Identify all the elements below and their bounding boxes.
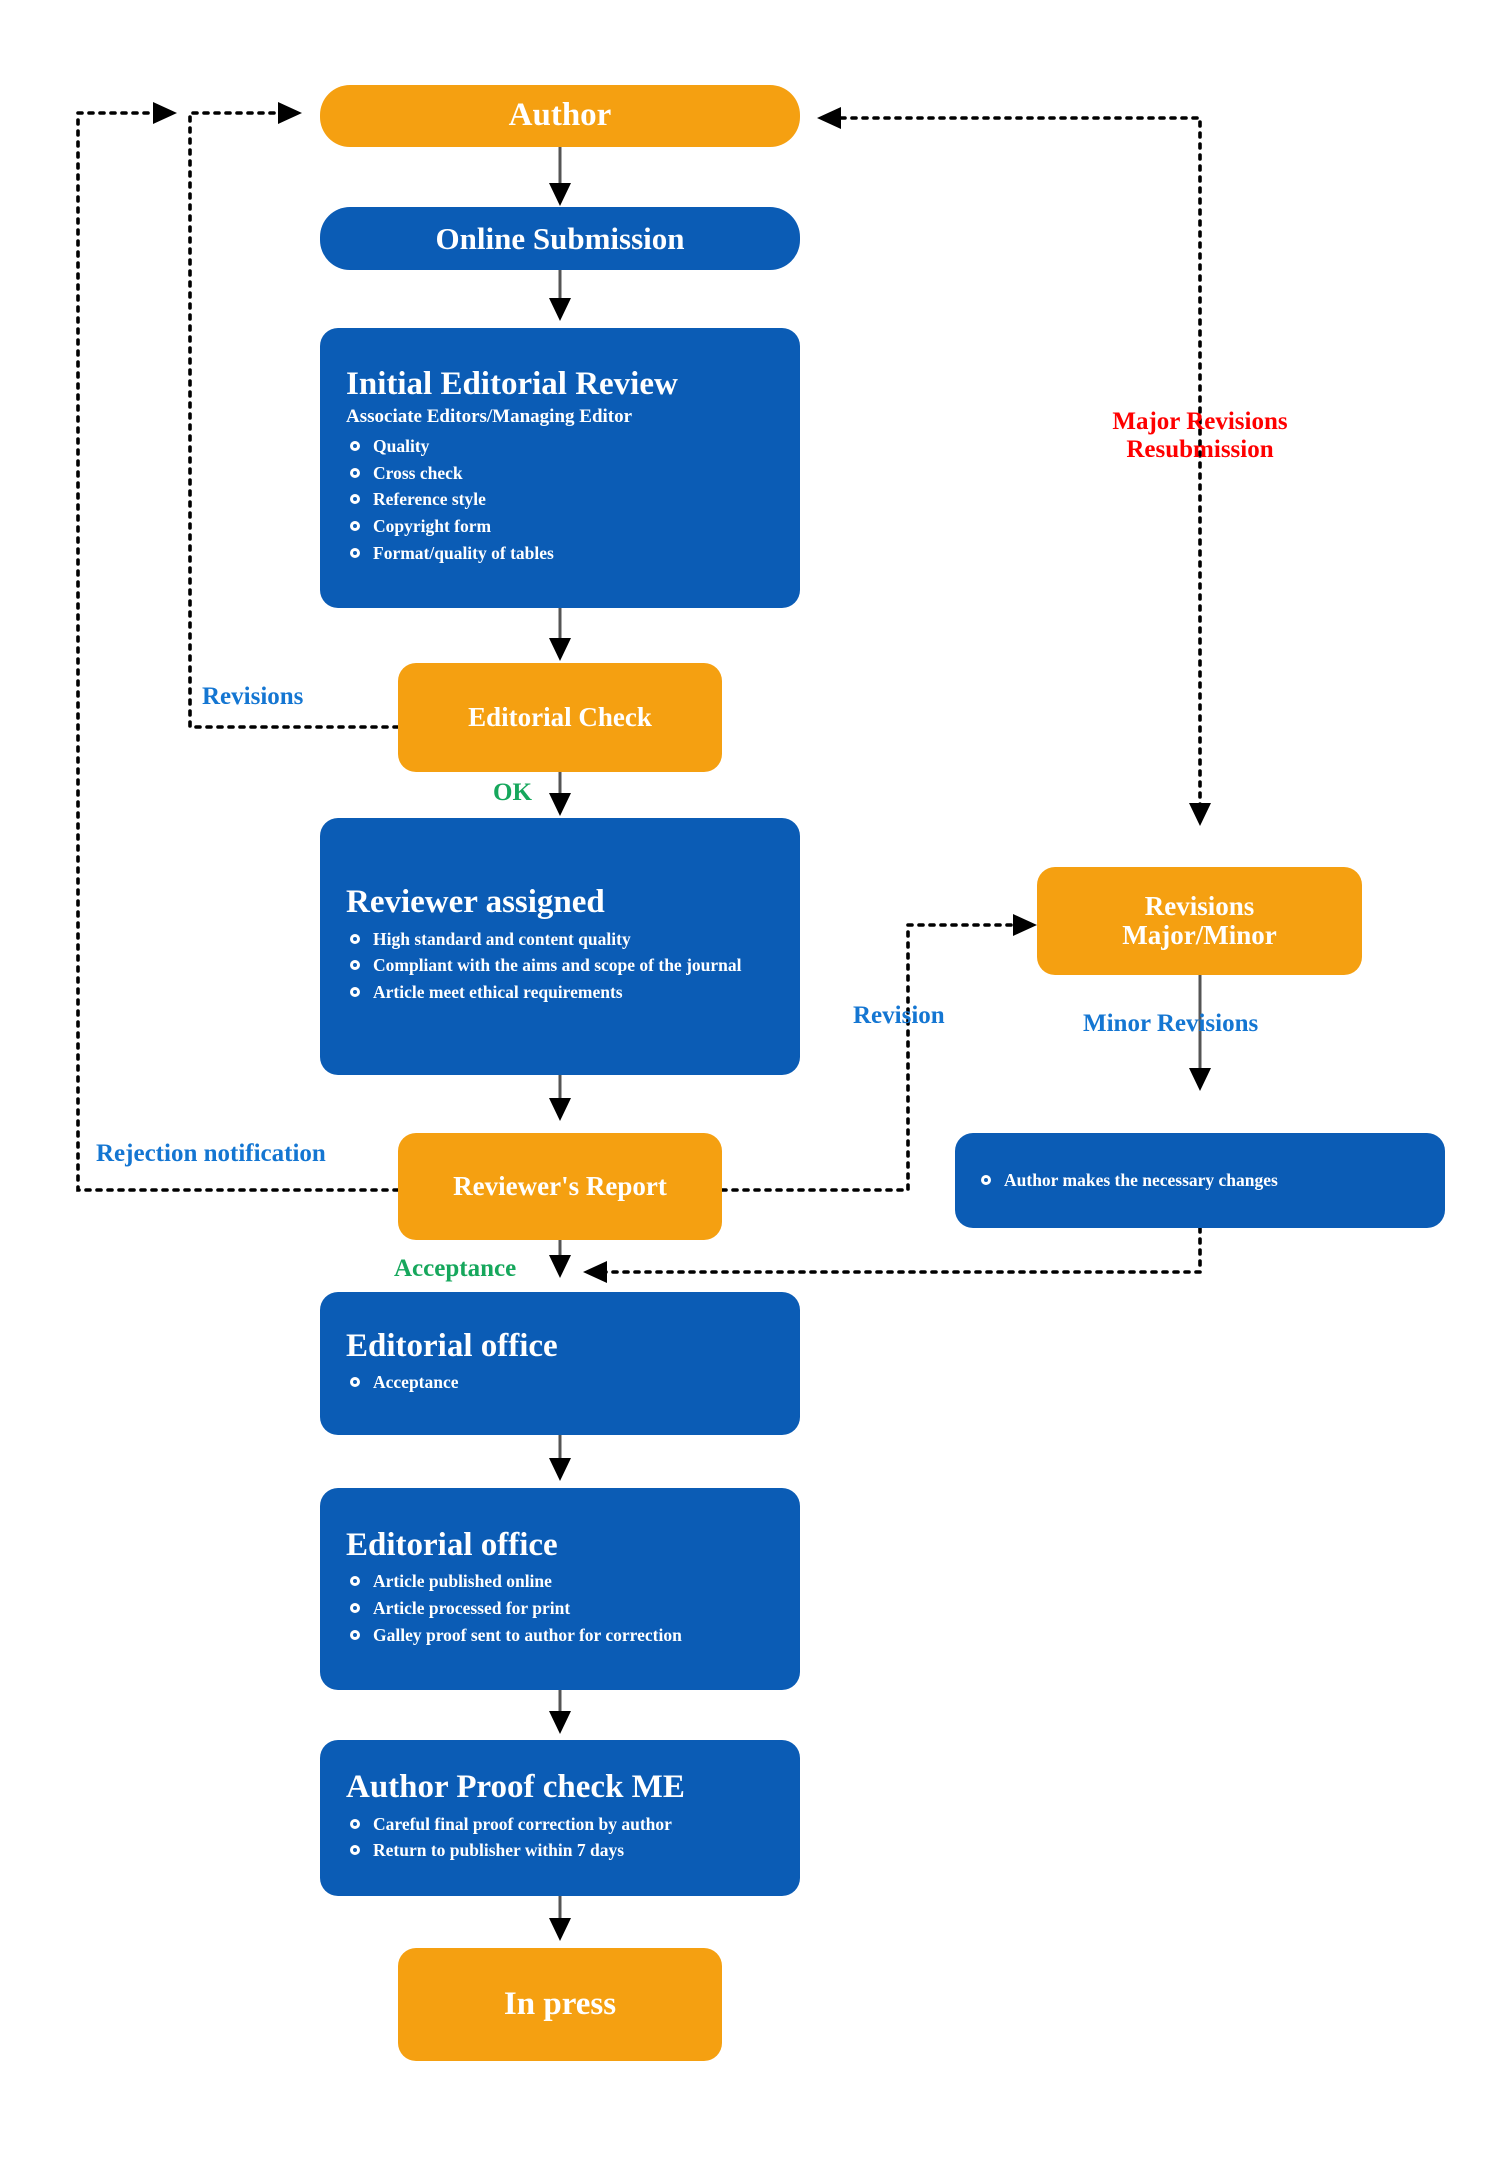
- node-in-press[interactable]: In press: [398, 1948, 722, 2061]
- node-author[interactable]: Author: [320, 85, 800, 147]
- bullet-icon: [350, 1629, 360, 1640]
- edge-label-revision: Revision: [853, 1002, 945, 1029]
- bullet-icon: [350, 1576, 360, 1587]
- bullet-icon: [350, 1845, 360, 1856]
- list-item: High standard and content quality: [346, 928, 774, 951]
- node-reviewer-assigned[interactable]: Reviewer assigned High standard and cont…: [320, 818, 800, 1075]
- edge-initial-review-to-editorial-check: [549, 608, 571, 661]
- node-reviewers-report[interactable]: Reviewer's Report: [398, 1133, 722, 1240]
- edge-label-minor-revisions: Minor Revisions: [1083, 1010, 1259, 1037]
- node-initial-editorial-review-subtitle: Associate Editors/Managing Editor: [346, 405, 633, 427]
- node-online-submission-title: Online Submission: [435, 220, 685, 256]
- node-editorial-office-publish-title: Editorial office: [346, 1526, 558, 1563]
- edge-author-to-online-submission: [549, 147, 571, 206]
- node-initial-editorial-review[interactable]: Initial Editorial Review Associate Edito…: [320, 328, 800, 608]
- list-item: Careful final proof correction by author: [346, 1813, 774, 1836]
- node-editorial-check[interactable]: Editorial Check: [398, 663, 722, 772]
- node-revisions-major-minor[interactable]: Revisions Major/Minor: [1037, 867, 1362, 975]
- node-editorial-check-title: Editorial Check: [468, 701, 652, 732]
- bullet-icon: [350, 467, 360, 478]
- list-item: Reference style: [346, 488, 774, 511]
- edge-online-submission-to-initial-review: [549, 270, 571, 321]
- edge-acceptance-to-publish: [549, 1435, 571, 1481]
- node-author-proof-check-title: Author Proof check ME: [346, 1768, 685, 1805]
- bullet-icon: [350, 1602, 360, 1613]
- node-editorial-office-acceptance-bullets: Acceptance: [346, 1371, 774, 1398]
- edge-editorial-check-to-reviewer-assigned: [549, 772, 571, 816]
- list-item: Compliant with the aims and scope of the…: [346, 954, 774, 977]
- node-reviewers-report-title: Reviewer's Report: [453, 1170, 667, 1201]
- node-author-makes-changes-bullets: Author makes the necessary changes: [977, 1169, 1423, 1192]
- list-item: Format/quality of tables: [346, 542, 774, 565]
- bullet-icon: [981, 1175, 991, 1186]
- node-editorial-office-acceptance[interactable]: Editorial office Acceptance: [320, 1292, 800, 1435]
- list-item: Article processed for print: [346, 1597, 774, 1620]
- node-editorial-office-publish-bullets: Article published online Article process…: [346, 1570, 774, 1650]
- node-online-submission[interactable]: Online Submission: [320, 207, 800, 270]
- node-revisions-major-minor-title: Revisions Major/Minor: [1122, 890, 1277, 950]
- bullet-icon: [350, 1377, 360, 1388]
- list-item: Article meet ethical requirements: [346, 981, 774, 1004]
- list-item: Article published online: [346, 1570, 774, 1593]
- node-editorial-office-acceptance-title: Editorial office: [346, 1327, 558, 1364]
- list-item: Quality: [346, 435, 774, 458]
- node-author-proof-check[interactable]: Author Proof check ME Careful final proo…: [320, 1740, 800, 1896]
- bullet-icon: [350, 1818, 360, 1829]
- edge-label-acceptance: Acceptance: [394, 1255, 517, 1282]
- bullet-icon: [350, 960, 360, 971]
- list-item: Acceptance: [346, 1371, 774, 1394]
- node-author-proof-check-bullets: Careful final proof correction by author…: [346, 1813, 774, 1867]
- edge-revisions-to-author-major: [817, 107, 1211, 826]
- bullet-icon: [350, 933, 360, 944]
- edge-reviewer-assigned-to-reviewers-report: [549, 1075, 571, 1121]
- edge-label-ok: OK: [493, 779, 532, 806]
- node-reviewer-assigned-bullets: High standard and content quality Compli…: [346, 928, 774, 1008]
- node-in-press-title: In press: [503, 1985, 617, 2022]
- list-item: Galley proof sent to author for correcti…: [346, 1624, 774, 1647]
- bullet-icon: [350, 440, 360, 451]
- node-author-title: Author: [508, 97, 612, 134]
- edge-label-major-revisions-resubmission: Major Revisions Resubmission: [1112, 408, 1288, 463]
- edge-proof-check-to-in-press: [549, 1896, 571, 1941]
- bullet-icon: [350, 547, 360, 558]
- bullet-icon: [350, 494, 360, 505]
- bullet-icon: [350, 987, 360, 998]
- bullet-icon: [350, 521, 360, 532]
- edge-reviewers-report-to-acceptance: [549, 1240, 571, 1278]
- list-item: Copyright form: [346, 515, 774, 538]
- node-reviewer-assigned-title: Reviewer assigned: [346, 884, 605, 921]
- edge-label-revisions: Revisions: [202, 683, 304, 710]
- edge-publish-to-proof-check: [549, 1690, 571, 1734]
- node-initial-editorial-review-title: Initial Editorial Review: [346, 366, 678, 403]
- list-item: Author makes the necessary changes: [977, 1169, 1423, 1192]
- node-author-makes-changes[interactable]: Author makes the necessary changes: [955, 1133, 1445, 1228]
- node-initial-editorial-review-bullets: Quality Cross check Reference style Copy…: [346, 435, 774, 569]
- edge-label-rejection-notification: Rejection notification: [96, 1140, 326, 1167]
- list-item: Cross check: [346, 462, 774, 485]
- node-editorial-office-publish[interactable]: Editorial office Article published onlin…: [320, 1488, 800, 1690]
- list-item: Return to publisher within 7 days: [346, 1839, 774, 1862]
